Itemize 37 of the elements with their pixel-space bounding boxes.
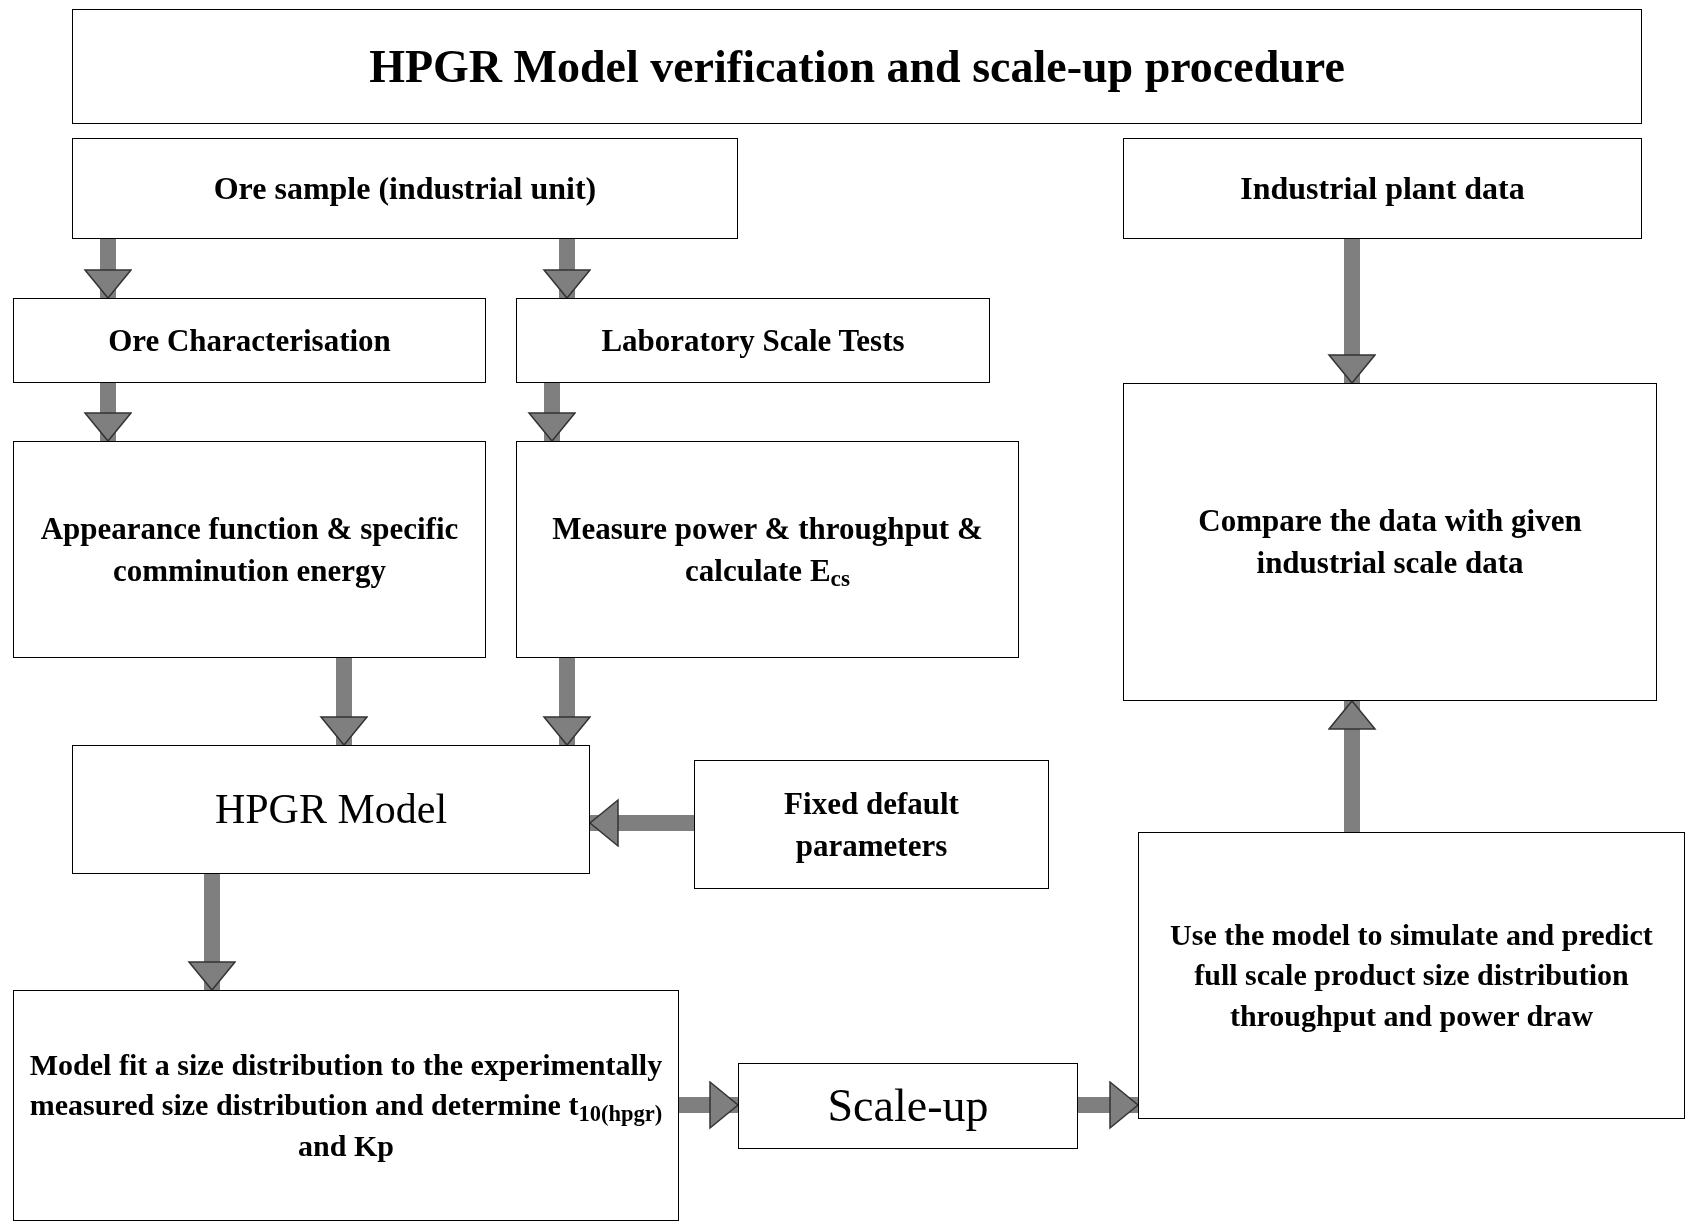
box-text: Ore Characterisation — [108, 321, 391, 360]
box-text: Industrial plant data — [1240, 168, 1525, 208]
block-arrow — [320, 658, 368, 746]
block-arrow — [679, 1081, 739, 1129]
block-arrow — [543, 658, 591, 746]
block-arrow — [528, 383, 576, 442]
process-box — [516, 298, 990, 383]
box-text: Fixed default parameters — [783, 784, 960, 865]
box-text: Use the model to simulate and predict full scale product size distribution throughput and power draw — [1169, 916, 1654, 1034]
process-box — [13, 441, 486, 658]
block-arrow — [188, 874, 236, 991]
block-arrow — [1328, 700, 1376, 832]
process-box — [694, 760, 1049, 889]
block-arrow — [543, 239, 591, 299]
process-box — [72, 138, 738, 239]
process-box — [13, 990, 679, 1221]
block-arrow — [1078, 1081, 1139, 1129]
process-box — [13, 298, 486, 383]
block-arrow — [84, 383, 132, 442]
block-arrow — [589, 799, 694, 847]
process-box — [738, 1063, 1078, 1149]
box-text: Ore sample (industrial unit) — [213, 168, 597, 208]
process-box — [1138, 832, 1685, 1119]
process-box — [516, 441, 1019, 658]
box-text: Measure power & throughput & calculate E$_{cs}$ — [551, 509, 984, 592]
block-arrow — [84, 239, 132, 299]
box-text: Laboratory Scale Tests — [601, 321, 905, 360]
process-box — [1123, 383, 1657, 701]
title: HPGR Model verification and scale-up procedure — [369, 40, 1345, 94]
box-text: HPGR Model — [214, 785, 448, 835]
box-text: Compare the data with given industrial scale data — [1197, 502, 1583, 582]
box-text: Model fit a size distribution to the experimentally measured size distribution and determine t$_{10(hpgr)}$ and Kp — [28, 1046, 664, 1164]
box-text: Appearance function & specific comminution energy — [39, 509, 460, 590]
process-box — [72, 745, 590, 874]
block-arrow — [1328, 239, 1376, 384]
process-box — [1123, 138, 1642, 239]
box-text: Scale-up — [827, 1078, 989, 1133]
